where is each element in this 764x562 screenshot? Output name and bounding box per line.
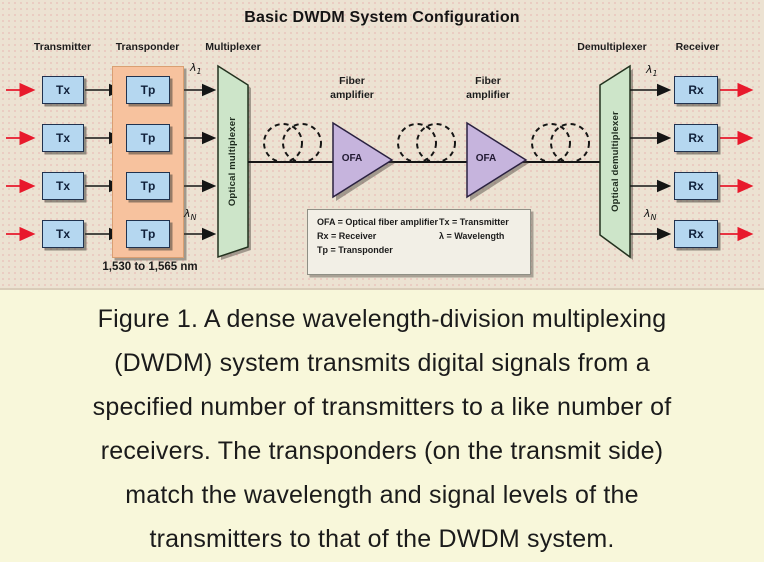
diagram-graphics xyxy=(6,64,754,260)
diagram-title: Basic DWDM System Configuration xyxy=(244,9,520,26)
label-fiber-amplifier-1: Fiber amplifier xyxy=(330,75,374,101)
optical-demultiplexer-shape xyxy=(599,64,631,259)
tp-box-3: Tp xyxy=(126,172,170,200)
dwdm-diagram: Basic DWDM System Configuration Transmit… xyxy=(0,0,764,290)
tx-box-3: Tx xyxy=(42,172,84,200)
label-transmitter: Transmitter xyxy=(33,41,92,53)
optical-demultiplexer-text: Optical demultiplexer xyxy=(609,111,621,212)
ofa-amplifier-shapes xyxy=(332,121,529,201)
tx-box-2: Tx xyxy=(42,124,84,152)
legend-item-ofa: OFA = Optical fiber amplifier xyxy=(317,217,438,227)
tx-box-1: Tx xyxy=(42,76,84,104)
legend-item-tp: Tp = Transponder xyxy=(317,245,393,255)
tx-box-4: Tx xyxy=(42,220,84,248)
label-transponder: Transponder xyxy=(115,41,180,53)
input-signal-arrows xyxy=(6,82,36,242)
demux-to-rx-lines xyxy=(630,83,672,241)
fiber-coil-icon xyxy=(263,123,590,163)
ofa-label-2: OFA xyxy=(475,153,497,164)
label-multiplexer: Multiplexer xyxy=(205,41,261,53)
rx-box-4: Rx xyxy=(674,220,718,248)
label-demultiplexer: Demultiplexer xyxy=(577,41,647,53)
figure-caption: Figure 1. A dense wavelength-division mu… xyxy=(0,290,764,562)
tp-box-2: Tp xyxy=(126,124,170,152)
label-receiver: Receiver xyxy=(675,41,720,53)
rx-box-3: Rx xyxy=(674,172,718,200)
ofa-label-1: OFA xyxy=(341,153,363,164)
lambda-1-mux: λ1 xyxy=(190,61,202,77)
legend-item-rx: Rx = Receiver xyxy=(317,231,377,241)
optical-multiplexer-shape xyxy=(217,64,249,259)
rx-box-2: Rx xyxy=(674,124,718,152)
output-signal-arrows xyxy=(720,82,754,242)
tp-box-4: Tp xyxy=(126,220,170,248)
caption-line-2: (DWDM) system transmits digital signals … xyxy=(114,349,650,377)
caption-line-6: transmitters to that of the DWDM system. xyxy=(149,525,615,553)
caption-line-3: specified number of transmitters to a li… xyxy=(92,393,672,421)
label-fiber-amplifier-2: Fiber amplifier xyxy=(466,75,510,101)
lambda-n-mux: λN xyxy=(184,207,197,223)
wavelength-range-label: 1,530 to 1,565 nm xyxy=(102,261,198,273)
optical-multiplexer-text: Optical multiplexer xyxy=(227,116,239,207)
tp-box-1: Tp xyxy=(126,76,170,104)
legend-item-tx: Tx = Transmitter xyxy=(439,217,509,227)
caption-line-1: Figure 1. A dense wavelength-division mu… xyxy=(97,305,667,333)
rx-box-1: Rx xyxy=(674,76,718,104)
caption-line-4: receivers. The transponders (on the tran… xyxy=(100,437,664,465)
lambda-1-demux: λ1 xyxy=(646,63,658,79)
legend-item-lambda: λ = Wavelength xyxy=(439,231,505,241)
lambda-n-demux: λN xyxy=(644,207,657,223)
caption-line-5: match the wavelength and signal levels o… xyxy=(125,481,639,509)
legend-box: OFA = Optical fiber amplifier Rx = Recei… xyxy=(307,209,531,275)
